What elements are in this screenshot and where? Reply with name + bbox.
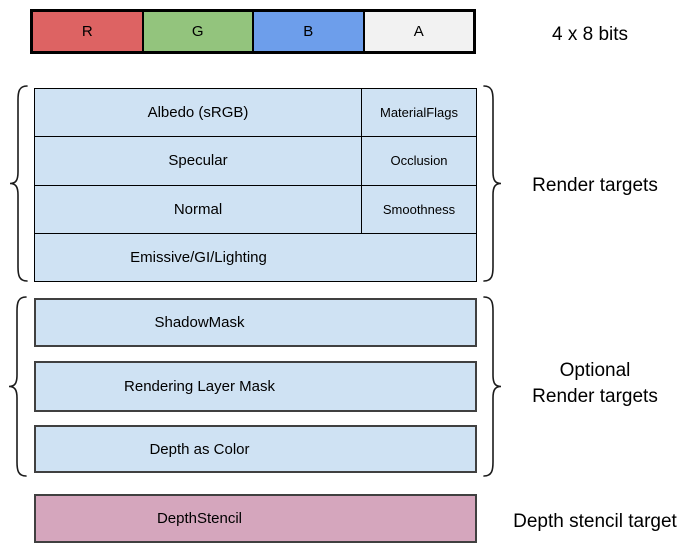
- channel-cell-a: A: [362, 12, 473, 51]
- cell-albedo: Albedo (sRGB): [147, 104, 249, 122]
- table-row: Normal Smoothness: [35, 184, 476, 233]
- render-targets-caption: Render targets: [532, 175, 658, 196]
- cell-occlusion: Occlusion: [361, 137, 476, 185]
- depth-stencil-caption: Depth stencil target: [513, 511, 677, 532]
- channel-cell-b: B: [252, 12, 363, 51]
- cell-smoothness: Smoothness: [361, 185, 476, 233]
- cell-materialflags: MaterialFlags: [361, 89, 476, 137]
- box-rendering-layer-mask: Rendering Layer Mask: [34, 361, 477, 412]
- table-row: Albedo (sRGB) MaterialFlags: [35, 89, 476, 137]
- cell-normal: Normal: [173, 200, 223, 218]
- render-targets-table: Albedo (sRGB) MaterialFlags Specular Occ…: [34, 88, 477, 282]
- box-depth-as-color-label: Depth as Color: [149, 440, 250, 458]
- optional-caption-line2: Render targets: [532, 386, 658, 407]
- brace-left-optional-targets: [8, 296, 27, 477]
- box-rendering-layer-mask-label: Rendering Layer Mask: [124, 378, 275, 395]
- box-depthstencil-label: DepthStencil: [156, 510, 243, 527]
- cell-specular: Specular: [168, 152, 228, 170]
- cell-emissive-spacer: [362, 234, 476, 281]
- cell-emissive: Emissive/GI/Lighting: [130, 248, 267, 266]
- rgba-channel-bar: R G B A: [30, 9, 476, 54]
- brace-right-render-targets: [483, 85, 502, 282]
- box-depthstencil: DepthStencil: [34, 494, 477, 543]
- optional-caption-line1: Optional: [559, 360, 631, 381]
- channel-cell-r: R: [33, 12, 142, 51]
- bits-caption: 4 x 8 bits: [551, 24, 629, 45]
- box-shadowmask-label: ShadowMask: [154, 314, 245, 331]
- optional-targets-caption: Optional Render targets: [505, 358, 685, 410]
- brace-right-optional-targets: [483, 296, 502, 477]
- table-row: Emissive/GI/Lighting: [35, 232, 476, 281]
- table-row: Specular Occlusion: [35, 136, 476, 185]
- box-shadowmask: ShadowMask: [34, 298, 477, 347]
- channel-cell-g: G: [141, 12, 252, 51]
- box-depth-as-color: Depth as Color: [34, 425, 477, 473]
- brace-left-render-targets: [9, 85, 28, 282]
